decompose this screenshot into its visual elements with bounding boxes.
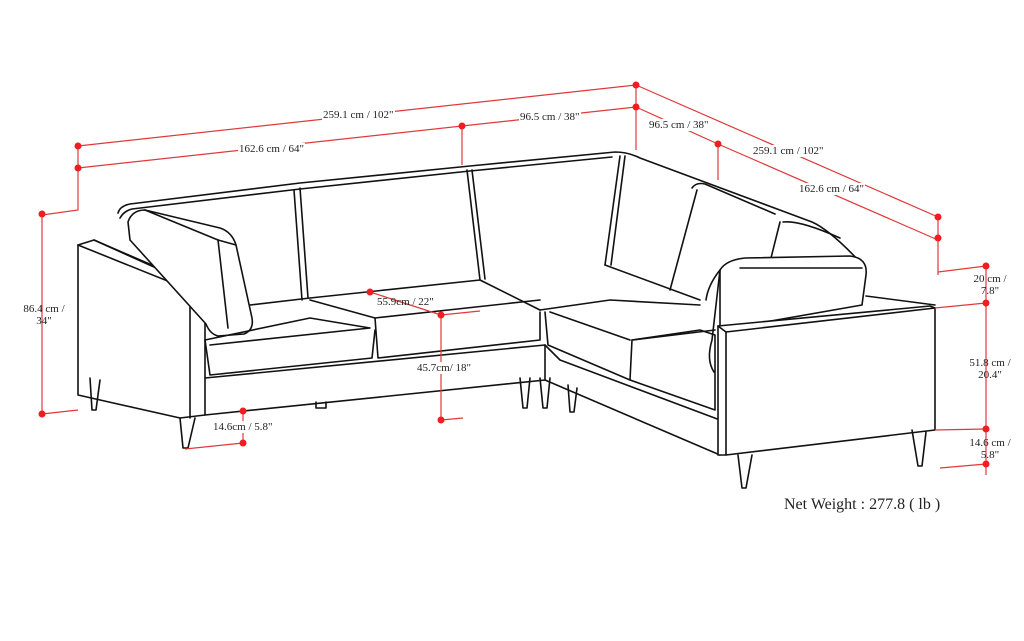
dim-marker <box>934 234 942 242</box>
leg-under <box>315 401 327 409</box>
label-section-width-right: 162.6 cm / 64" <box>798 183 865 195</box>
label-leg-height-right: 14.6 cm / 5.8" <box>969 437 1011 461</box>
dim-marker <box>982 460 990 468</box>
seat-cushion-corner <box>539 299 701 311</box>
label-arm-height: 51.8 cm / 20.4" <box>969 357 1011 381</box>
leg-back-right <box>911 429 927 467</box>
label-overall-width-left: 259.1 cm / 102" <box>322 109 395 121</box>
leg-front-left <box>179 417 196 449</box>
dim-marker <box>366 288 374 296</box>
dim-marker <box>632 81 640 89</box>
dim-marker <box>714 140 722 148</box>
seat-cushion-left-1 <box>204 317 371 346</box>
back-cushion-right-2 <box>769 221 781 263</box>
dim-marker <box>934 213 942 221</box>
dim-marker <box>38 410 46 418</box>
leg-back-left <box>89 377 101 411</box>
leg-mid-2 <box>539 377 551 409</box>
label-corner-width-top: 96.5 cm / 38" <box>519 111 581 123</box>
leg-mid-3 <box>567 384 578 413</box>
back-cushion-right-1 <box>669 189 698 291</box>
back-cushion-corner <box>604 155 621 266</box>
dim-marker <box>74 142 82 150</box>
label-total-height: 86.4 cm / 34" <box>23 303 65 327</box>
throw-pillow-right <box>719 255 867 331</box>
back-cushion-left <box>299 187 309 299</box>
base-left <box>204 344 546 416</box>
dim-marker <box>437 311 445 319</box>
dim-marker <box>982 299 990 307</box>
leg-front-right <box>737 454 753 489</box>
dim-marker <box>239 407 247 415</box>
label-seat-height: 45.7cm/ 18" <box>416 362 472 374</box>
seat-cushion-right <box>629 329 716 411</box>
dim-marker <box>458 122 466 130</box>
dim-marker <box>632 103 640 111</box>
dim-marker <box>74 164 82 172</box>
label-corner-width-side: 96.5 cm / 38" <box>648 119 710 131</box>
label-back-above-arm: 20 cm / 7.8" <box>973 273 1007 297</box>
label-seat-depth: 55.9cm / 22" <box>377 296 434 308</box>
leg-mid-1 <box>519 377 531 409</box>
label-leg-height-left: 14.6cm / 5.8" <box>212 421 274 433</box>
dim-marker <box>239 439 247 447</box>
dim-marker <box>982 262 990 270</box>
label-overall-width-right: 259.1 cm / 102" <box>752 145 825 157</box>
back-cushion-middle <box>466 169 481 281</box>
dim-marker <box>982 425 990 433</box>
dim-marker <box>38 210 46 218</box>
label-section-width-left: 162.6 cm / 64" <box>238 143 305 155</box>
net-weight-label: Net Weight : 277.8 ( lb ) <box>784 496 941 513</box>
dim-marker <box>437 416 445 424</box>
